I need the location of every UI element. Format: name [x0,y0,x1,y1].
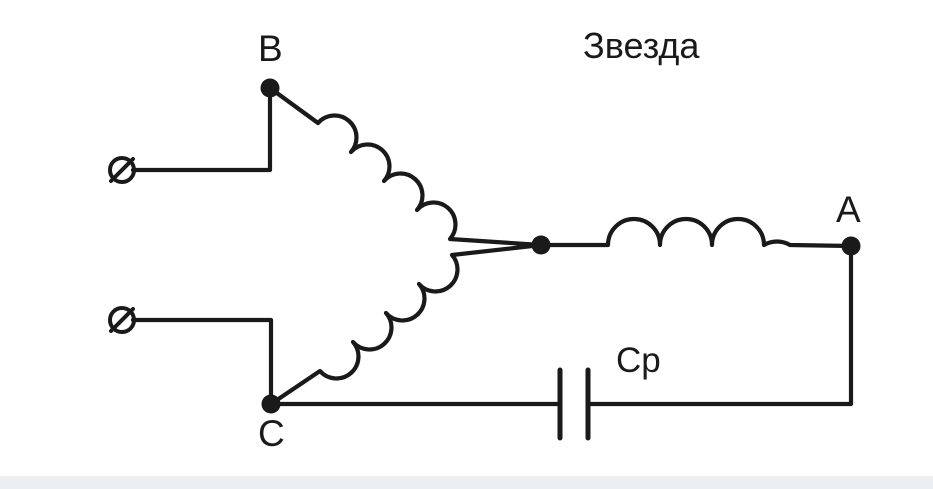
node-dot-a [841,236,861,256]
capacitor-symbol [557,367,591,441]
coil-winding-a [538,216,854,249]
terminal-upper-icon [108,156,136,184]
wire-capacitor-to-a [585,243,854,407]
node-label-a: A [836,189,861,230]
terminal-lower-icon [108,306,136,334]
wire-terminal-upper-to-b [130,85,273,173]
coil-winding-c [268,242,544,407]
diagram-title: Звезда [583,25,700,66]
wire-terminal-lower-to-c [130,317,274,407]
node-label-b: B [258,28,283,69]
bottom-band [0,476,933,489]
node-dot-star-point [531,235,551,255]
node-label-c: C [258,413,285,454]
node-dot-c [261,394,281,414]
capacitor-label-cp: Ср [616,341,661,380]
node-dot-b [260,78,280,98]
coil-winding-b [267,85,544,248]
